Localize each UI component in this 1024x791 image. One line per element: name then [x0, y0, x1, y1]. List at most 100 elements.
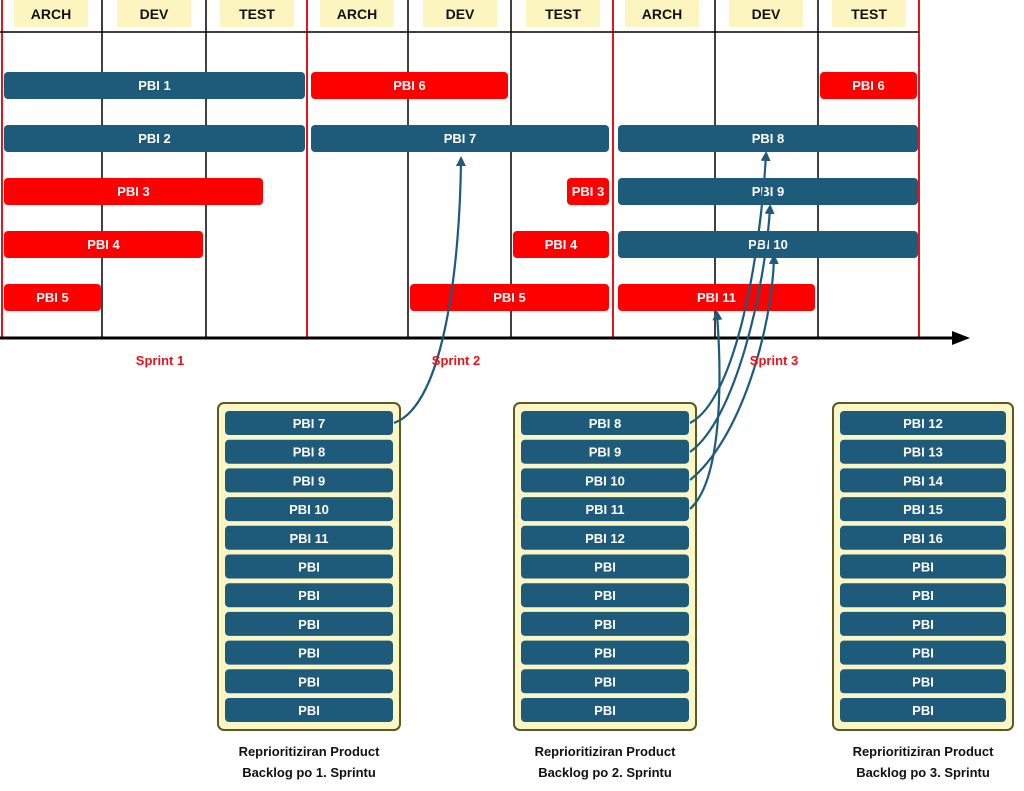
work-bar	[4, 72, 305, 99]
work-bar-label: PBI 5	[36, 290, 69, 305]
backlog-caption-line1: Reprioritiziran Product	[853, 744, 995, 759]
backlog-item-label: PBI	[912, 588, 934, 603]
backlog-item	[521, 669, 689, 694]
backlog-item-label: PBI	[594, 703, 616, 718]
backlog-item	[840, 525, 1006, 550]
phase-header-box	[526, 0, 600, 27]
backlog-item	[840, 640, 1006, 665]
work-bar-label: PBI 9	[752, 184, 785, 199]
backlog-item-label: PBI	[912, 703, 934, 718]
backlog-item	[225, 468, 393, 493]
sprint-label: Sprint 2	[432, 353, 480, 368]
work-bar	[567, 178, 609, 205]
work-bar	[618, 231, 918, 258]
backlog-item-label: PBI	[594, 560, 616, 575]
backlog-item-label: PBI	[912, 646, 934, 661]
backlog-item-label: PBI	[298, 646, 320, 661]
flow-arrow-5	[689, 310, 723, 510]
flow-arrows	[393, 151, 779, 510]
backlog-item-label: PBI	[912, 617, 934, 632]
backlog-item-label: PBI 12	[585, 531, 625, 546]
backlog-item	[840, 669, 1006, 694]
flow-arrow-2	[689, 151, 771, 424]
work-bar-label: PBI 3	[572, 184, 605, 199]
phase-header-box	[832, 0, 906, 27]
phase-header-box	[220, 0, 294, 27]
work-bar-label: PBI 7	[444, 131, 477, 146]
work-bar-label: PBI 3	[117, 184, 150, 199]
diagram-labels: Sprint 1 Sprint 2 Sprint 3 Reprioritiziran …	[136, 353, 994, 780]
phase-header-box	[423, 0, 497, 27]
backlog-item	[225, 554, 393, 579]
work-bar-label: PBI 4	[87, 237, 120, 252]
work-bar	[4, 125, 305, 152]
backlog-item	[521, 411, 689, 435]
phase-header-label: DEV	[752, 6, 781, 22]
phase-header-label: TEST	[851, 6, 887, 22]
backlog-item	[840, 611, 1006, 636]
phase-header-box	[14, 0, 88, 27]
backlog-item	[521, 439, 689, 464]
work-bar-label: PBI 5	[493, 290, 526, 305]
backlog-item-label: PBI 13	[903, 445, 943, 460]
work-bar	[4, 284, 101, 311]
backlog-item-label: PBI 15	[903, 502, 943, 517]
backlog-item-label: PBI	[594, 674, 616, 689]
backlog-item-label: PBI	[298, 617, 320, 632]
backlog-item-label: PBI	[298, 674, 320, 689]
work-bar-label: PBI 4	[545, 237, 578, 252]
sprint-label: Sprint 1	[136, 353, 184, 368]
backlog-item-label: PBI 11	[585, 502, 624, 517]
backlog-item	[840, 468, 1006, 493]
backlog-item-label: PBI 8	[589, 416, 622, 431]
backlog-item-label: PBI	[298, 703, 320, 718]
backlog-item-label: PBI 9	[293, 473, 326, 488]
work-bar	[820, 72, 917, 99]
backlog-item-label: PBI 11	[289, 531, 328, 546]
work-bar	[513, 231, 609, 258]
backlog-item	[521, 525, 689, 550]
phase-header-label: TEST	[545, 6, 581, 22]
backlog-item	[225, 583, 393, 608]
backlog-item	[521, 611, 689, 636]
flow-arrow-3	[689, 204, 775, 453]
backlog-item	[225, 640, 393, 665]
work-bar	[618, 178, 918, 205]
phase-header-label: ARCH	[642, 6, 682, 22]
backlog-item	[225, 411, 393, 435]
backlog-item-label: PBI	[912, 674, 934, 689]
backlog-item	[521, 698, 689, 722]
phase-header-label: DEV	[140, 6, 169, 22]
phase-header-box	[729, 0, 803, 27]
backlog-caption-line2: Backlog po 1. Sprintu	[242, 765, 376, 780]
work-bar-label: PBI 11	[697, 290, 736, 305]
phase-header-label: ARCH	[31, 6, 71, 22]
work-bar	[311, 125, 609, 152]
backlog-item-label: PBI	[594, 646, 616, 661]
backlog-item	[521, 554, 689, 579]
work-bar-label: PBI 1	[138, 78, 171, 93]
backlog-item	[225, 698, 393, 722]
work-bar-label: PBI 6	[852, 78, 885, 93]
backlog-item-label: PBI 16	[903, 531, 943, 546]
phase-header-label: DEV	[446, 6, 475, 22]
backlog-item-label: PBI 8	[293, 445, 326, 460]
work-bar	[618, 125, 918, 152]
phase-header-label: ARCH	[337, 6, 377, 22]
backlog-item	[840, 497, 1006, 522]
work-bar-label: PBI 6	[393, 78, 426, 93]
backlog-item	[840, 698, 1006, 722]
backlog-item	[225, 669, 393, 694]
work-bar	[4, 178, 263, 205]
backlog-item-label: PBI 12	[903, 416, 943, 431]
backlog-item	[225, 525, 393, 550]
timeline-grid	[0, 0, 970, 345]
backlog-caption-line2: Backlog po 3. Sprintu	[856, 765, 990, 780]
backlog-item	[225, 439, 393, 464]
backlog-item	[521, 583, 689, 608]
backlog-item-label: PBI	[594, 617, 616, 632]
sprint-label: Sprint 3	[750, 353, 798, 368]
